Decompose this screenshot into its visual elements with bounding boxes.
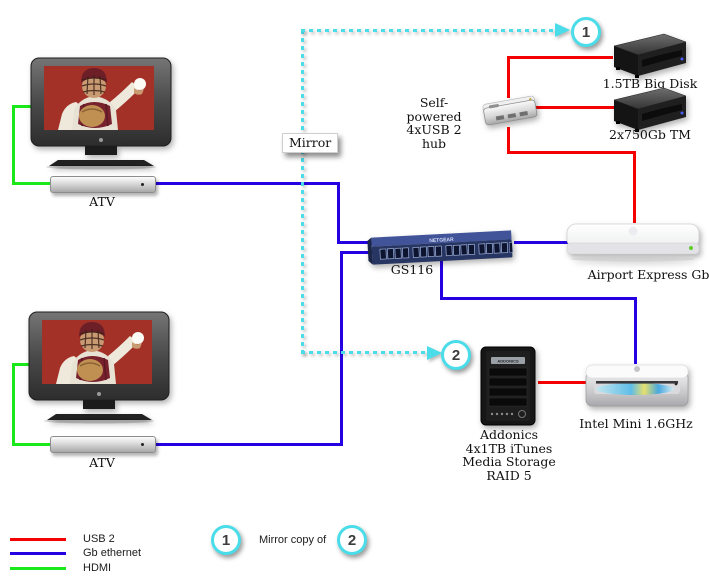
ethernet-wire-segment <box>440 297 637 300</box>
usb-wire-segment <box>507 151 636 154</box>
tv-bottom <box>26 310 173 428</box>
atv-bottom-label: ATV <box>89 455 115 470</box>
addonics-label-line1: Addonics <box>479 427 539 442</box>
legend-usb-label: USB 2 <box>83 533 115 545</box>
legend-hdmi-swatch <box>10 567 66 570</box>
addonics-label-line4: RAID 5 <box>486 467 532 483</box>
hub-label-line2: 4xUSB 2 hub <box>406 122 462 151</box>
ethernet-wire-segment <box>440 256 443 300</box>
atv-top-label: ATV <box>89 194 115 209</box>
mirror-badge-1: 1 <box>571 17 601 47</box>
hdmi-wire-segment <box>12 363 15 446</box>
usb-wire-segment <box>507 56 613 59</box>
legend-ethernet-label: Gb ethernet <box>83 547 142 559</box>
mirror-badge-2: 2 <box>441 340 471 370</box>
addonics-label-line2: 4x1TB iTunes <box>465 440 553 456</box>
intel-mini-label: Intel Mini 1.6GHz <box>579 416 693 431</box>
airport-express <box>563 218 703 268</box>
mirror-dashed-line <box>301 351 428 354</box>
atv-ir-dot <box>141 183 144 186</box>
gs116-switch: NETGEAR <box>366 224 518 274</box>
mirror-arrow-icon <box>427 346 442 360</box>
ethernet-wire-segment <box>152 182 340 185</box>
legend-usb-swatch <box>10 538 66 541</box>
hdmi-wire-segment <box>12 443 52 446</box>
addonics-tower: ADDONICS <box>477 345 541 433</box>
big-disk <box>606 30 690 82</box>
airport-label: Airport Express Gb <box>587 267 709 282</box>
legend-hdmi-label: HDMI <box>83 562 112 574</box>
hdmi-wire-segment <box>12 182 52 185</box>
hdmi-wire-segment <box>12 105 15 185</box>
legend-mirror-note: Mirror copy of <box>259 534 327 546</box>
mirror-dashed-line <box>301 29 556 32</box>
hdmi-wire-segment <box>12 105 32 108</box>
legend-ethernet-swatch <box>10 552 66 555</box>
mirror-tag: Mirror <box>282 133 339 153</box>
hub-label: Self-powered 4xUSB 2 hub <box>396 96 472 150</box>
usb-wire-segment <box>536 106 614 109</box>
usb-wire-segment <box>507 56 510 98</box>
usb-wire-segment <box>633 151 636 223</box>
apple-tv-top <box>50 176 156 193</box>
atv-ir-dot <box>141 443 144 446</box>
usb-wire-segment <box>507 127 510 154</box>
addonics-label: Addonics 4x1TB iTunes Media Storage RAID… <box>459 428 559 482</box>
tm-disk <box>606 84 690 136</box>
hdmi-wire-segment <box>12 363 30 366</box>
hub-label-line1: Self-powered <box>406 95 462 124</box>
legend-badge-2: 2 <box>337 525 367 555</box>
usb-wire-segment <box>538 381 586 384</box>
mirror-arrow-icon <box>555 23 570 37</box>
addonics-label-line3: Media Storage <box>462 454 556 469</box>
switch-label: GS116 <box>390 262 434 277</box>
switch-brand-text: NETGEAR <box>429 237 454 244</box>
tv-top <box>28 56 175 174</box>
big-disk-label: 1.5TB Big Disk <box>602 76 698 91</box>
mirror-dashed-line <box>301 30 304 354</box>
intel-mini <box>583 358 691 416</box>
tm-disk-label: 2x750Gb TM <box>609 127 691 142</box>
ethernet-wire-segment <box>514 241 568 244</box>
addonics-badge-text: ADDONICS <box>497 359 519 364</box>
ethernet-wire-segment <box>340 251 373 254</box>
ethernet-wire-segment <box>340 252 343 446</box>
apple-tv-bottom <box>50 436 156 453</box>
ethernet-wire-segment <box>337 241 373 244</box>
ethernet-wire-segment <box>634 297 637 364</box>
ethernet-wire-segment <box>152 443 343 446</box>
usb-hub <box>476 90 544 136</box>
legend-badge-1: 1 <box>211 525 241 555</box>
ethernet-wire-segment <box>337 182 340 244</box>
